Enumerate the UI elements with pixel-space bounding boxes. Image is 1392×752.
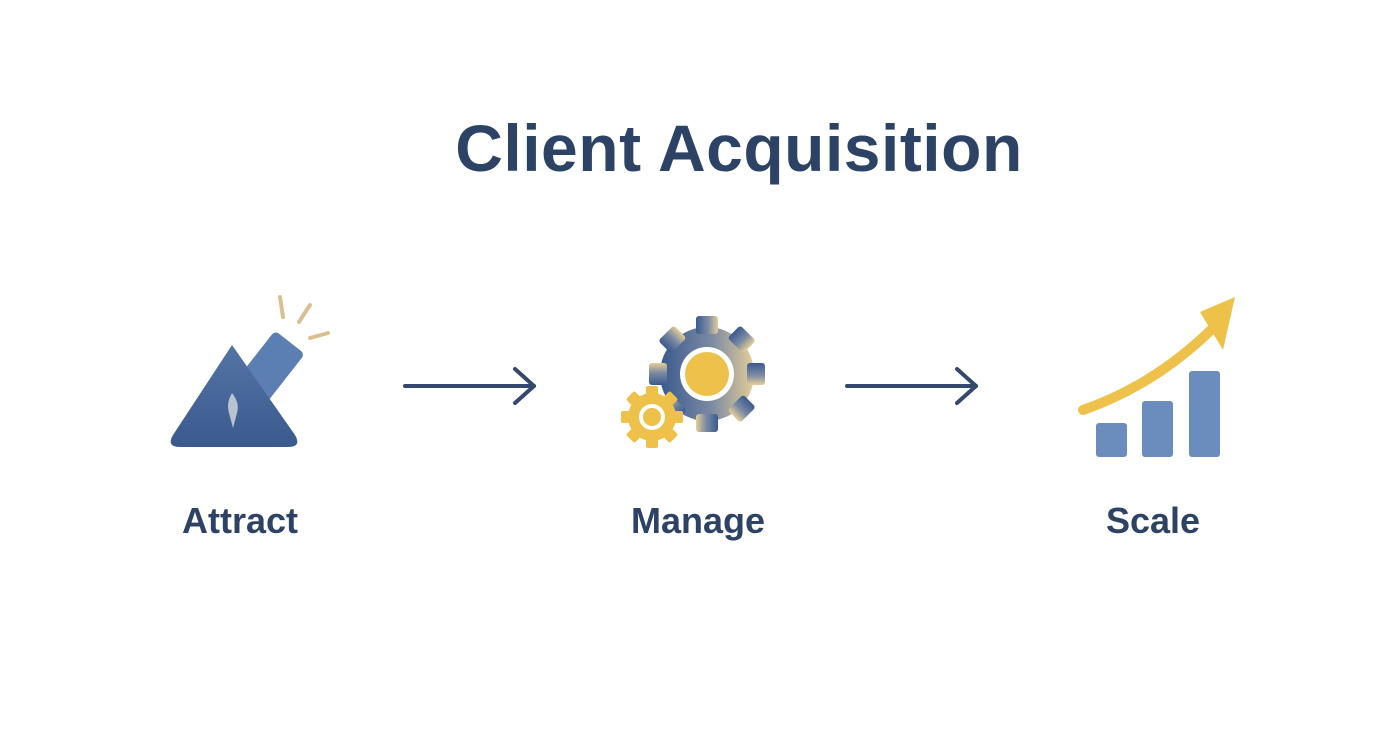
gears-icon <box>621 316 765 448</box>
step-label-scale: Scale <box>1105 500 1201 541</box>
arrow-right-icon <box>845 367 978 405</box>
megaphone-icon <box>170 295 330 447</box>
diagram-title: Client Acquisition <box>455 111 1023 185</box>
growth-chart-icon <box>1078 297 1235 457</box>
step-label-attract: Attract <box>181 500 298 541</box>
arrow-right-icon <box>403 367 536 405</box>
step-label-manage: Manage <box>630 500 766 541</box>
